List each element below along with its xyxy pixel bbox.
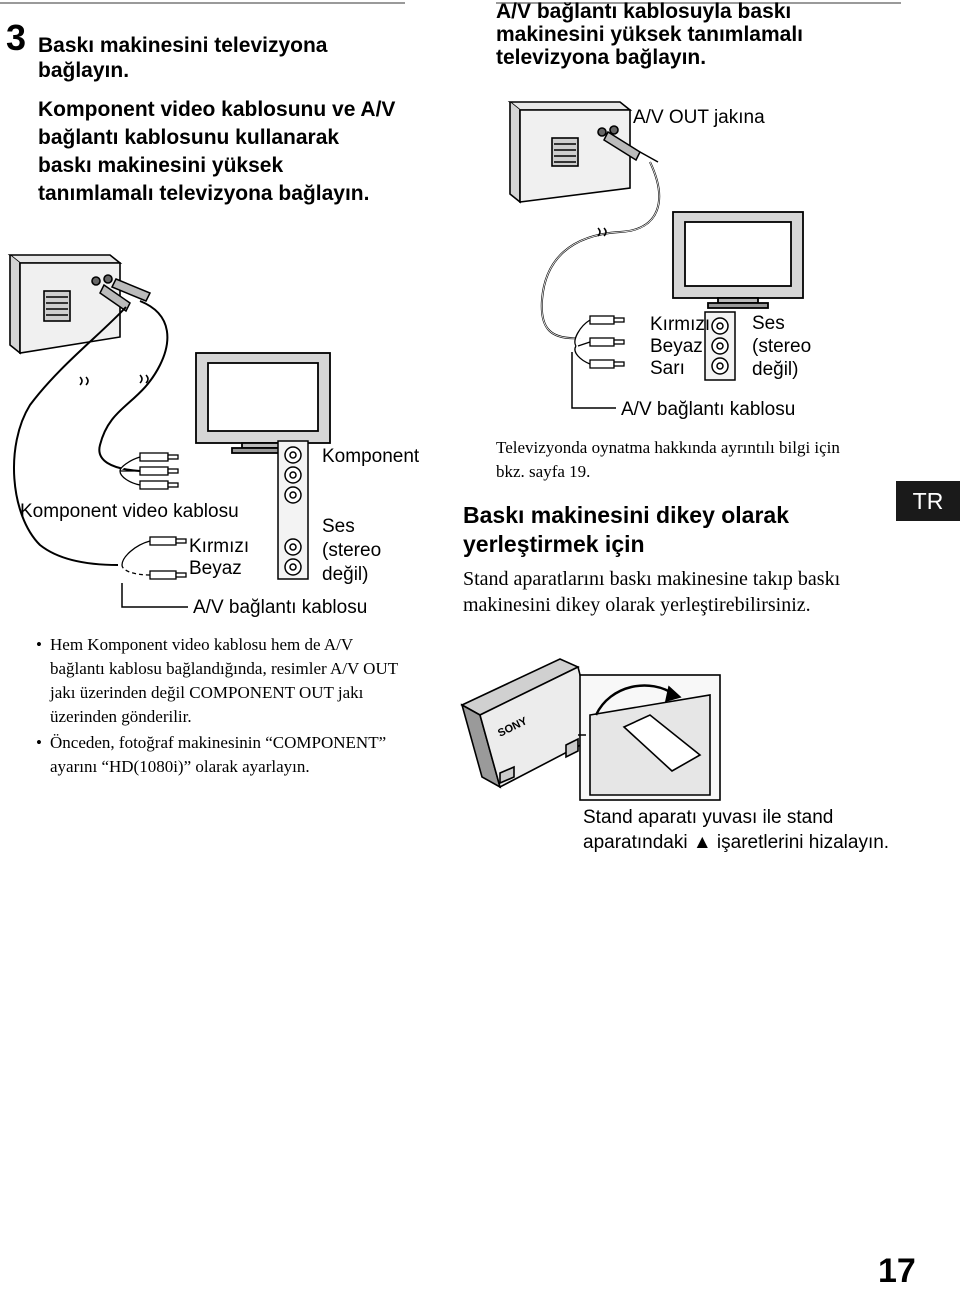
page-number: 17	[878, 1252, 916, 1290]
note-item: Önceden, fotoğraf makinesinin “COMPONENT…	[36, 731, 406, 779]
zoom-inset	[579, 674, 721, 801]
audio-plugs	[121, 536, 187, 580]
left-av-cable-label: A/V bağlantı kablosu	[193, 597, 368, 618]
tv-jack-panel	[704, 311, 736, 381]
component-plugs	[119, 452, 179, 490]
right-audio-label: Ses	[752, 313, 785, 334]
right-red-label: Kırmızı	[650, 314, 711, 335]
top-rule-left	[0, 2, 405, 4]
cable-bracket	[571, 352, 616, 409]
printer-vertical-illustration: SONY	[460, 658, 597, 789]
right-yellow-label: Sarı	[650, 358, 685, 379]
step-description: Komponent video kablosunu ve A/V bağlant…	[38, 98, 396, 205]
right-not-label: değil)	[752, 359, 799, 380]
left-tv-illustration	[195, 352, 331, 454]
component-cable-label: Komponent video kablosu	[20, 501, 239, 522]
av-connection-diagram	[507, 101, 804, 409]
language-tab: TR	[896, 481, 960, 521]
left-stereo-label: (stereo	[322, 540, 382, 561]
tv-info-text: Televizyonda oynatma hakkında ayrıntılı …	[496, 438, 840, 481]
stand-caption: Stand aparatı yuvası ile stand aparatınd…	[583, 807, 890, 853]
top-rule-right	[496, 2, 901, 4]
right-heading: A/V bağlantı kablosuyla baskı makinesini…	[496, 0, 803, 69]
note-item: Hem Komponent video kablosu hem de A/V b…	[36, 633, 406, 729]
component-connection-diagram	[7, 254, 331, 608]
left-not-label: değil)	[322, 564, 369, 585]
vertical-section-body: Stand aparatlarını baskı makinesine takı…	[463, 568, 841, 616]
av-out-plug	[603, 130, 659, 163]
av-out-label: A/V OUT jakına	[633, 107, 765, 128]
rca-plugs	[574, 315, 625, 369]
step-number: 3	[6, 17, 27, 58]
left-cable-bracket	[121, 583, 188, 608]
stand-diagram: SONY	[460, 658, 721, 801]
right-white-label: Beyaz	[650, 336, 703, 357]
notes-list: Hem Komponent video kablosu hem de A/V b…	[36, 633, 406, 779]
right-av-cable-label: A/V bağlantı kablosu	[621, 399, 796, 420]
component-cable-line	[98, 300, 169, 472]
right-stereo-label: (stereo	[752, 336, 812, 357]
left-tv-jack-panel	[277, 440, 309, 580]
left-printer-illustration	[7, 254, 123, 355]
vertical-section-title: Baskı makinesini dikey olarak yerleştirm…	[463, 502, 790, 557]
left-audio-label: Ses	[322, 516, 355, 537]
tv-illustration	[672, 211, 804, 309]
printer-illustration	[507, 101, 633, 204]
step-title: Baskı makinesini televizyona bağlayın.	[38, 34, 328, 82]
left-av-cable-line	[13, 306, 127, 566]
left-red-label: Kırmızı	[189, 536, 250, 557]
left-white-label: Beyaz	[189, 558, 242, 579]
component-label: Komponent	[322, 446, 420, 467]
